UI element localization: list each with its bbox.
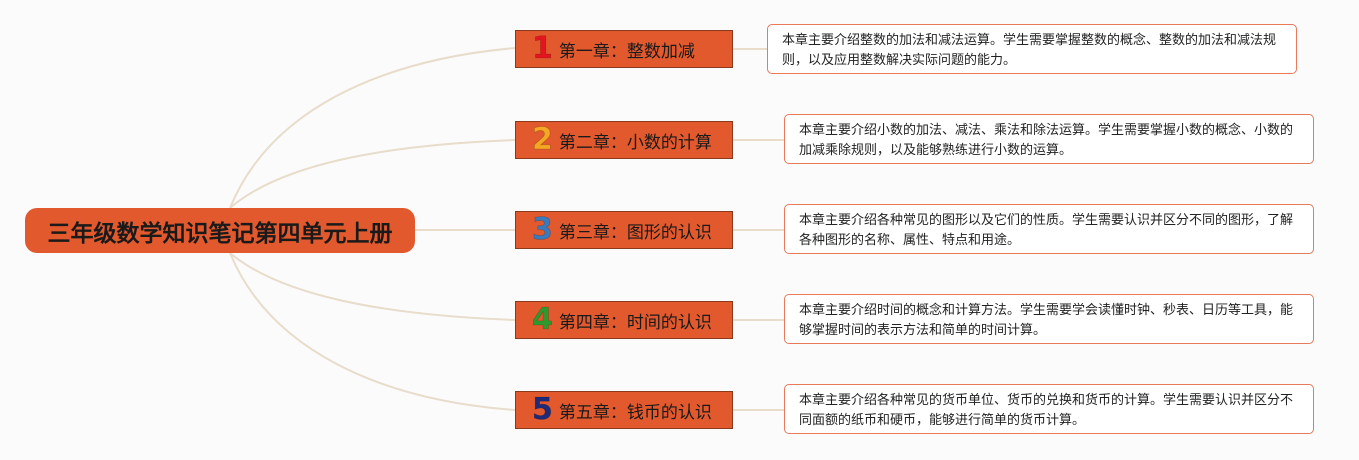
chapter-description-5[interactable]: 本章主要介绍各种常见的货币单位、货币的兑换和货币的计算。学生需要认识并区分不同面… <box>784 384 1314 434</box>
chapter-node-1[interactable]: 1 第一章：整数加减 <box>515 30 733 68</box>
chapter-description-text-1: 本章主要介绍整数的加法和减法运算。学生需要掌握整数的概念、整数的加法和减法规则，… <box>782 33 1277 68</box>
root-topic-title: 三年级数学知识笔记第四单元上册 <box>47 220 393 247</box>
chapter-description-text-5: 本章主要介绍各种常见的货币单位、货币的兑换和货币的计算。学生需要认识并区分不同面… <box>799 393 1294 428</box>
chapter-node-4[interactable]: 4 第四章：时间的认识 <box>515 301 733 339</box>
chapter-title-5: 第五章：钱币的认识 <box>558 402 712 423</box>
chapter-title-2: 第二章：小数的计算 <box>558 132 712 153</box>
chapter-number-5: 5 <box>532 392 553 427</box>
chapter-description-2[interactable]: 本章主要介绍小数的加法、减法、乘法和除法运算。学生需要掌握小数的概念、小数的加减… <box>784 114 1314 164</box>
chapter-node-2[interactable]: 2 第二章：小数的计算 <box>515 121 733 159</box>
connector-root-chapter-5 <box>229 252 516 411</box>
chapter-title-3: 第三章：图形的认识 <box>558 222 712 243</box>
chapter-description-4[interactable]: 本章主要介绍时间的概念和计算方法。学生需要学会读懂时钟、秒表、日历等工具，能够掌… <box>784 294 1314 344</box>
chapter-description-text-3: 本章主要介绍各种常见的图形以及它们的性质。学生需要认识并区分不同的图形，了解各种… <box>799 213 1294 248</box>
chapter-title-1: 第一章：整数加减 <box>558 41 695 62</box>
chapter-title-4: 第四章：时间的认识 <box>558 312 712 333</box>
root-topic[interactable]: 三年级数学知识笔记第四单元上册 <box>25 208 415 253</box>
connector-root-chapter-4 <box>229 252 516 321</box>
chapter-description-text-4: 本章主要介绍时间的概念和计算方法。学生需要学会读懂时钟、秒表、日历等工具，能够掌… <box>799 303 1294 338</box>
chapter-number-3: 3 <box>532 212 553 247</box>
chapter-description-1[interactable]: 本章主要介绍整数的加法和减法运算。学生需要掌握整数的概念、整数的加法和减法规则，… <box>767 24 1297 74</box>
chapter-description-text-2: 本章主要介绍小数的加法、减法、乘法和除法运算。学生需要掌握小数的概念、小数的加减… <box>799 123 1294 158</box>
connector-root-chapter-1 <box>229 47 516 209</box>
connector-root-chapter-2 <box>229 139 516 209</box>
chapter-number-1: 1 <box>532 31 553 66</box>
chapter-node-3[interactable]: 3 第三章：图形的认识 <box>515 211 733 249</box>
chapter-node-5[interactable]: 5 第五章：钱币的认识 <box>515 391 733 429</box>
chapter-description-3[interactable]: 本章主要介绍各种常见的图形以及它们的性质。学生需要认识并区分不同的图形，了解各种… <box>784 204 1314 254</box>
chapter-number-4: 4 <box>532 302 553 337</box>
chapter-number-2: 2 <box>532 122 553 157</box>
